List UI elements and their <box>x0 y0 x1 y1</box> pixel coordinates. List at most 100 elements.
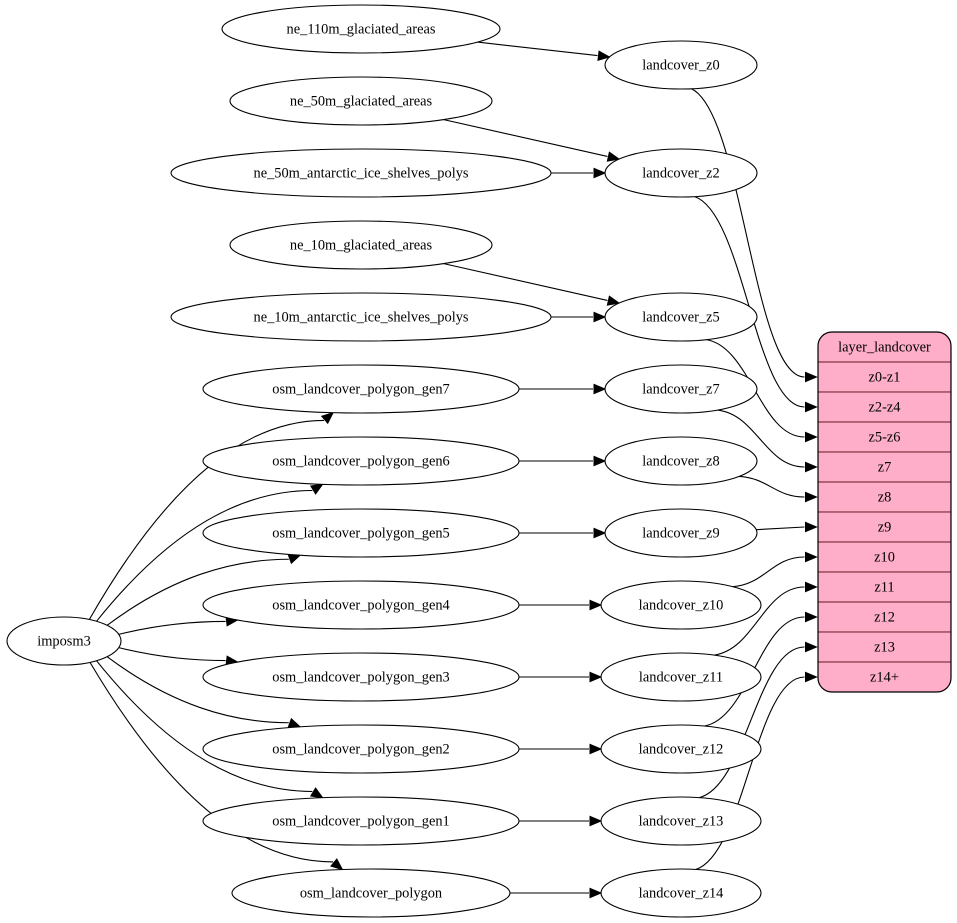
node-osm_landcover_polygon_gen2[interactable]: osm_landcover_polygon_gen2 <box>202 724 520 774</box>
node-ne_110m_glaciated_areas[interactable]: ne_110m_glaciated_areas <box>221 4 501 54</box>
record-row-label: z12 <box>874 609 895 625</box>
record-row-z13[interactable]: z13 <box>818 631 951 663</box>
node-landcover_z9[interactable]: landcover_z9 <box>604 508 758 558</box>
node-landcover_z8[interactable]: landcover_z8 <box>604 436 758 486</box>
record-row-z2-z4[interactable]: z2-z4 <box>818 391 951 423</box>
node-label-landcover_z11: landcover_z11 <box>639 669 723 685</box>
node-osm_landcover_polygon_gen5[interactable]: osm_landcover_polygon_gen5 <box>202 508 520 558</box>
node-label-landcover_z9: landcover_z9 <box>642 525 720 541</box>
edge-arrowhead <box>309 483 324 495</box>
node-label-landcover_z14: landcover_z14 <box>639 885 724 901</box>
edge-arrowhead <box>597 50 611 61</box>
edge-line <box>443 119 608 157</box>
edge-arrowhead <box>593 527 607 539</box>
node-osm_landcover_polygon_gen7[interactable]: osm_landcover_polygon_gen7 <box>202 364 520 414</box>
node-osm_landcover_polygon_gen1[interactable]: osm_landcover_polygon_gen1 <box>202 796 520 846</box>
nodes-layer: imposm3 ne_110m_glaciated_areas ne_50m_gla… <box>6 4 762 918</box>
record-row-z12[interactable]: z12 <box>818 601 951 633</box>
record-row-rect <box>818 391 951 423</box>
node-label-osm_landcover_polygon_gen1: osm_landcover_polygon_gen1 <box>272 813 449 829</box>
node-landcover_z10[interactable]: landcover_z10 <box>600 580 762 630</box>
record-row-label: z5-z6 <box>869 429 901 445</box>
node-ne_50m_glaciated_areas[interactable]: ne_50m_glaciated_areas <box>229 76 493 126</box>
node-shape-landcover_z12 <box>600 724 762 774</box>
node-label-osm_landcover_polygon_gen4: osm_landcover_polygon_gen4 <box>272 597 449 613</box>
node-landcover_z13[interactable]: landcover_z13 <box>600 796 762 846</box>
edge-line <box>106 558 289 626</box>
edge-line <box>695 676 805 870</box>
node-osm_landcover_polygon_gen4[interactable]: osm_landcover_polygon_gen4 <box>202 580 520 630</box>
node-landcover_z2[interactable]: landcover_z2 <box>604 148 758 198</box>
node-shape-ne_10m_glaciated_areas <box>229 220 493 270</box>
edge-landcover_z7-to-layer_landcover-z7 <box>717 409 818 473</box>
record-row-z5-z6[interactable]: z5-z6 <box>818 421 951 453</box>
node-landcover_z11[interactable]: landcover_z11 <box>600 652 762 702</box>
edge-arrowhead <box>589 887 603 899</box>
edge-ne_10m_antarctic_ice_shelves_polys-to-landcover_z5 <box>551 311 607 323</box>
edge-arrowhead <box>805 401 818 413</box>
record-row-z14+[interactable]: z14+ <box>818 661 951 692</box>
edge-arrowhead <box>320 411 335 425</box>
edge-arrowhead <box>805 491 818 503</box>
record-row-z0-z1[interactable]: z0-z1 <box>818 361 951 393</box>
node-landcover_z14[interactable]: landcover_z14 <box>600 868 762 918</box>
record-row-z11[interactable]: z11 <box>818 571 951 603</box>
record-row-rect <box>818 661 951 692</box>
edge-arrowhead <box>805 431 818 443</box>
node-shape-landcover_z13 <box>600 796 762 846</box>
edge-osm_landcover_polygon_gen6-to-landcover_z8 <box>519 455 607 467</box>
node-landcover_z5[interactable]: landcover_z5 <box>604 292 758 342</box>
edge-landcover_z0-to-layer_landcover-z0-z1 <box>691 88 818 383</box>
record-header-layer-landcover[interactable]: layer_landcover <box>818 332 951 363</box>
record-outline <box>817 331 952 693</box>
node-shape-osm_landcover_polygon_gen3 <box>202 652 520 702</box>
node-label-ne_50m_glaciated_areas: ne_50m_glaciated_areas <box>290 93 433 109</box>
node-osm_landcover_polygon_gen3[interactable]: osm_landcover_polygon_gen3 <box>202 652 520 702</box>
node-osm_landcover_polygon_gen6[interactable]: osm_landcover_polygon_gen6 <box>202 436 520 486</box>
record-row-label: z14+ <box>870 669 899 685</box>
record-row-rect <box>818 541 951 573</box>
edge-ne_50m_glaciated_areas-to-landcover_z2 <box>443 119 621 162</box>
edge-arrowhead <box>593 383 607 395</box>
record-row-z7[interactable]: z7 <box>818 451 951 483</box>
record-row-z8[interactable]: z8 <box>818 481 951 513</box>
node-imposm3[interactable]: imposm3 <box>6 616 122 666</box>
edge-line <box>756 526 805 531</box>
edge-imposm3-to-osm_landcover_polygon_gen6 <box>96 483 324 622</box>
record-row-label: z11 <box>874 579 894 595</box>
node-label-osm_landcover_polygon_gen5: osm_landcover_polygon_gen5 <box>272 525 449 541</box>
edge-imposm3-to-osm_landcover_polygon_gen4 <box>118 616 239 635</box>
edge-ne_50m_antarctic_ice_shelves_polys-to-landcover_z2 <box>551 167 607 179</box>
edge-line <box>118 620 226 635</box>
edge-osm_landcover_polygon_gen5-to-landcover_z9 <box>519 527 607 539</box>
record-row-z10[interactable]: z10 <box>818 541 951 573</box>
edges-layer <box>88 41 818 899</box>
edge-arrowhead <box>805 581 818 593</box>
node-shape-landcover_z2 <box>604 148 758 198</box>
edge-arrowhead <box>805 551 818 563</box>
edge-arrowhead <box>287 554 302 565</box>
edge-arrowhead <box>606 151 621 162</box>
record-header-label: layer_landcover <box>838 339 931 355</box>
node-label-ne_10m_antarctic_ice_shelves_polys: ne_10m_antarctic_ice_shelves_polys <box>254 309 469 325</box>
edge-arrowhead <box>606 295 621 306</box>
node-osm_landcover_polygon[interactable]: osm_landcover_polygon <box>231 868 511 918</box>
edge-osm_landcover_polygon_gen1-to-landcover_z13 <box>519 815 603 827</box>
node-ne_10m_antarctic_ice_shelves_polys[interactable]: ne_10m_antarctic_ice_shelves_polys <box>170 292 552 342</box>
edge-arrowhead <box>309 787 324 799</box>
node-landcover_z7[interactable]: landcover_z7 <box>604 364 758 414</box>
record-row-rect <box>818 601 951 633</box>
node-ne_50m_antarctic_ice_shelves_polys[interactable]: ne_50m_antarctic_ice_shelves_polys <box>170 148 552 198</box>
node-label-landcover_z13: landcover_z13 <box>639 813 724 829</box>
node-landcover_z0[interactable]: landcover_z0 <box>604 40 758 90</box>
edge-arrowhead <box>805 371 818 383</box>
node-label-osm_landcover_polygon_gen2: osm_landcover_polygon_gen2 <box>272 741 449 757</box>
node-ne_10m_glaciated_areas[interactable]: ne_10m_glaciated_areas <box>229 220 493 270</box>
node-landcover_z12[interactable]: landcover_z12 <box>600 724 762 774</box>
edge-arrowhead <box>805 461 818 473</box>
node-shape-landcover_z0 <box>604 40 758 90</box>
edge-line <box>717 409 805 468</box>
record-row-z9[interactable]: z9 <box>818 511 951 543</box>
edge-arrowhead <box>589 671 603 683</box>
